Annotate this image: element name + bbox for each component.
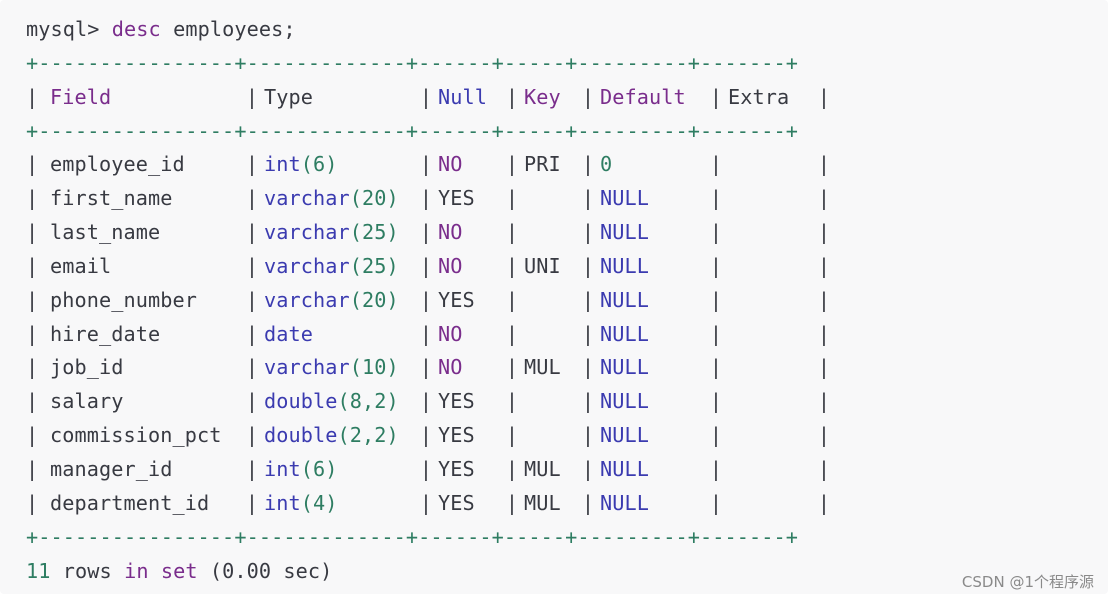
cell-type: int(6) <box>264 152 338 177</box>
header-null: Null <box>438 84 488 109</box>
table-body: |employee_id|int(6)|NO|PRI|0|||first_nam… <box>26 148 1108 520</box>
table-row: |hire_date|date|NO||NULL|| <box>26 318 1108 352</box>
cell-type: int(4) <box>264 490 338 515</box>
cell-key: PRI <box>524 152 561 177</box>
cell-type: varchar(25) <box>264 253 399 278</box>
cell-field: employee_id <box>50 152 185 177</box>
cell-field: manager_id <box>50 456 173 481</box>
cell-key: UNI <box>524 253 561 278</box>
cell-default: NULL <box>600 389 650 414</box>
cell-default: 0 <box>600 152 613 177</box>
row-count: 11 <box>26 558 51 583</box>
table-row: |phone_number|varchar(20)|YES||NULL|| <box>26 284 1108 318</box>
cell-null: NO <box>438 321 463 346</box>
cell-null: YES <box>438 423 475 448</box>
header-default: Default <box>600 84 686 109</box>
cell-null: NO <box>438 220 463 245</box>
cell-null: YES <box>438 186 475 211</box>
cell-field: last_name <box>50 220 161 245</box>
in-keyword: in <box>124 558 149 583</box>
separator-header: +----------------+-------------+------+-… <box>26 118 798 143</box>
cell-default: NULL <box>600 321 650 346</box>
table-row: |first_name|varchar(20)|YES||NULL|| <box>26 182 1108 216</box>
cell-key: MUL <box>524 355 561 380</box>
table-row: |employee_id|int(6)|NO|PRI|0|| <box>26 148 1108 182</box>
command-line: mysql> desc employees; <box>26 13 1108 47</box>
cell-field: commission_pct <box>50 423 222 448</box>
cell-type: varchar(20) <box>264 186 399 211</box>
cell-default: NULL <box>600 220 650 245</box>
cell-type: double(8,2) <box>264 389 399 414</box>
cell-null: NO <box>438 355 463 380</box>
desc-keyword: desc <box>111 17 161 41</box>
cell-field: phone_number <box>50 287 198 312</box>
cell-type: varchar(20) <box>264 287 399 312</box>
cell-field: email <box>50 253 112 278</box>
cell-type: double(2,2) <box>264 423 399 448</box>
cell-type: varchar(10) <box>264 355 399 380</box>
table-row: |email|varchar(25)|NO|UNI|NULL|| <box>26 250 1108 284</box>
table-row: |last_name|varchar(25)|NO||NULL|| <box>26 216 1108 250</box>
cell-null: YES <box>438 287 475 312</box>
cell-key: MUL <box>524 456 561 481</box>
cell-default: NULL <box>600 355 650 380</box>
table-row: |job_id|varchar(10)|NO|MUL|NULL|| <box>26 351 1108 385</box>
cell-field: hire_date <box>50 321 161 346</box>
cell-default: NULL <box>600 490 650 515</box>
table-row: |commission_pct|double(2,2)|YES||NULL|| <box>26 419 1108 453</box>
cell-default: NULL <box>600 253 650 278</box>
cell-field: salary <box>50 389 124 414</box>
header-key: Key <box>524 84 561 109</box>
cell-default: NULL <box>600 456 650 481</box>
query-time: (0.00 sec) <box>209 558 333 583</box>
mysql-prompt: mysql> <box>26 17 100 41</box>
set-keyword: set <box>160 558 198 583</box>
cell-type: varchar(25) <box>264 220 399 245</box>
table-row: |manager_id|int(6)|YES|MUL|NULL|| <box>26 453 1108 487</box>
cell-field: job_id <box>50 355 124 380</box>
cell-default: NULL <box>600 186 650 211</box>
table-row: |department_id|int(4)|YES|MUL|NULL|| <box>26 487 1108 521</box>
separator-top: +----------------+-------------+------+-… <box>26 50 798 75</box>
cell-type: int(6) <box>264 456 338 481</box>
watermark: CSDN @1个程序源 <box>961 573 1094 591</box>
cell-null: YES <box>438 456 475 481</box>
cell-field: first_name <box>50 186 173 211</box>
cell-null: YES <box>438 490 475 515</box>
result-summary: 11 rows in set (0.00 sec) <box>26 555 1108 589</box>
separator-bottom: +----------------+-------------+------+-… <box>26 524 798 549</box>
cell-null: YES <box>438 389 475 414</box>
cell-type: date <box>264 321 314 346</box>
cell-null: NO <box>438 253 463 278</box>
table-name: employees; <box>173 17 296 41</box>
cell-key: MUL <box>524 490 561 515</box>
header-row: |Field|Type|Null|Key|Default|Extra| <box>26 81 1108 115</box>
rows-word: rows <box>62 558 112 583</box>
cell-default: NULL <box>600 423 650 448</box>
header-extra: Extra <box>728 84 790 109</box>
cell-default: NULL <box>600 287 650 312</box>
cell-field: department_id <box>50 490 210 515</box>
header-field: Field <box>50 84 112 109</box>
cell-null: NO <box>438 152 463 177</box>
table-row: |salary|double(8,2)|YES||NULL|| <box>26 385 1108 419</box>
header-type: Type <box>264 84 314 109</box>
